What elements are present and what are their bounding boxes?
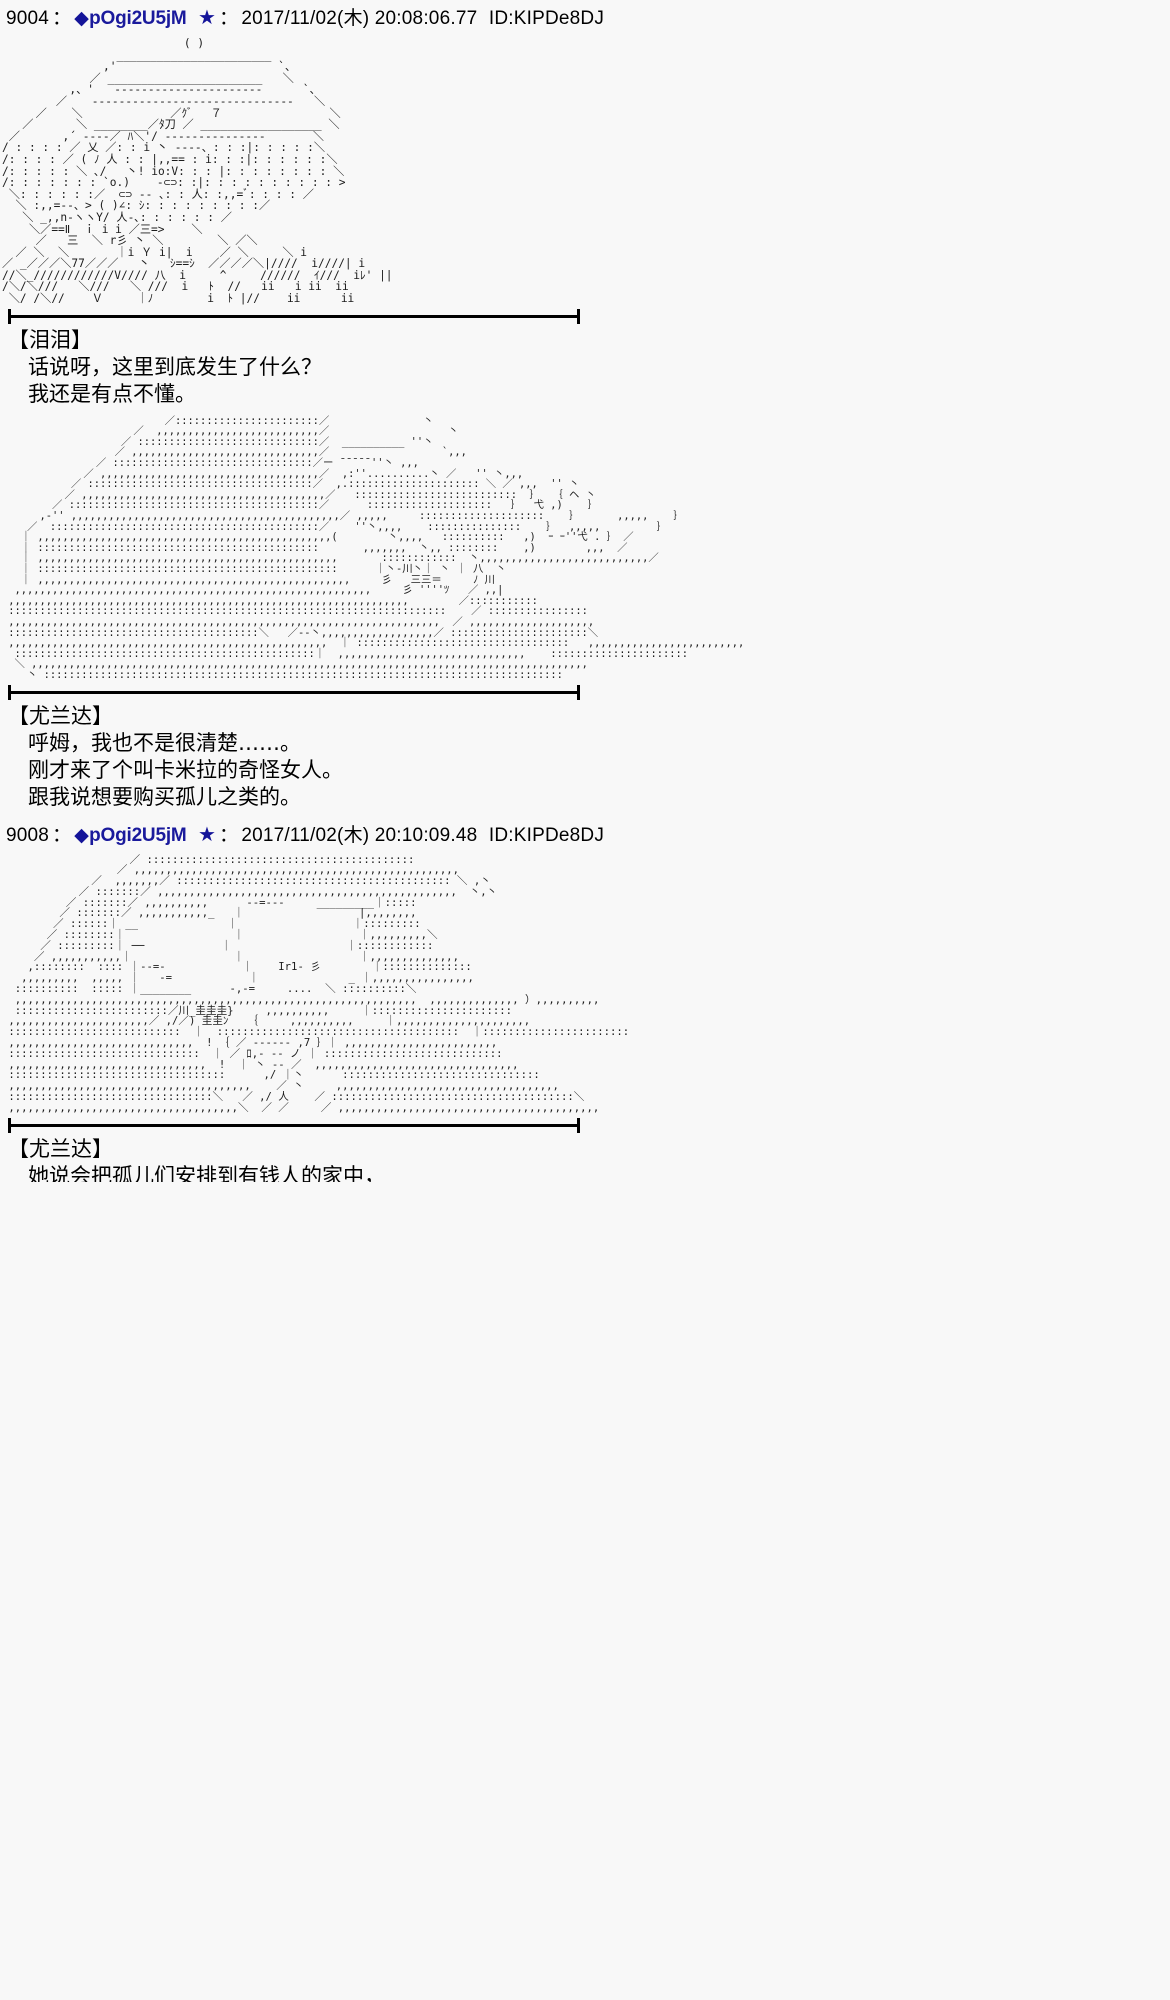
dialogue-speaker: 【尤兰达】: [8, 703, 113, 728]
ascii-art: ／:::::::::::::::::::::::／ 丶 ／ ,,,,,,,,,,…: [8, 414, 745, 681]
spacer: [477, 8, 488, 29]
post-header: 9008：◆pOgi2U5jM ★：2017/11/02(木) 20:10:09…: [0, 817, 1170, 853]
star-icon: ★: [198, 823, 217, 846]
post-number: 9008: [6, 824, 50, 846]
spacer: [187, 8, 198, 29]
spacer: [477, 825, 488, 846]
dialogue-line: 刚才来了个叫卡米拉的奇怪女人。: [28, 757, 343, 782]
dialogue-block: 【泪泪】话说呀，这里到底发生了什么？我还是有点不懂。: [0, 325, 1170, 414]
thread-page: 9004：◆pOgi2U5jM ★：2017/11/02(木) 20:08:06…: [0, 0, 1170, 1182]
header-separator: ：: [52, 824, 72, 846]
diamond-icon: ◆: [74, 8, 90, 29]
header-separator: ：: [52, 8, 72, 29]
dialogue-line: 呼姆，我也不是很清楚……。: [28, 730, 301, 755]
post-separator-rule: [0, 308, 1170, 324]
header-separator: ：: [219, 8, 239, 29]
dialogue-speaker: 【尤兰达】: [8, 1136, 113, 1161]
diamond-icon: ◆: [74, 824, 90, 846]
spacer: [187, 825, 198, 846]
post-header: 9004：◆pOgi2U5jM ★：2017/11/02(木) 20:08:06…: [0, 0, 1170, 36]
separator-bar: [8, 314, 580, 318]
dialogue-block: 【尤兰达】她说会把孤儿们安排到有钱人的家中，将他们教育成能干的佣人，以解决家中人…: [0, 1134, 1170, 1182]
star-icon: ★: [198, 7, 217, 29]
post-date: 2017/11/02(木) 20:10:09.48: [241, 824, 478, 846]
post-separator-rule: [0, 1117, 1170, 1133]
separator-bar: [8, 690, 580, 694]
dialogue-line: 跟我说想要购买孤儿之类的。: [28, 784, 301, 809]
post-tripcode[interactable]: pOgi2U5jM: [89, 824, 187, 846]
ascii-art: ( ) _______________________ ,' `、 ／ ____…: [2, 37, 393, 305]
dialogue-line: 她说会把孤儿们安排到有钱人的家中，: [28, 1163, 385, 1182]
dialogue-line: 话说呀，这里到底发生了什么？: [28, 354, 322, 379]
post-user-id: ID:KIPDe8DJ: [488, 824, 605, 846]
separator-bar: [8, 1123, 580, 1127]
ascii-art: ／ ::::::::::::::::::::::::::::::::::::::…: [8, 853, 630, 1114]
dialogue-block: 【尤兰达】呼姆，我也不是很清楚……。刚才来了个叫卡米拉的奇怪女人。跟我说想要购买…: [0, 701, 1170, 817]
separator-tick-right: [577, 308, 580, 324]
post-number: 9004: [6, 8, 50, 29]
dialogue-speaker: 【泪泪】: [8, 327, 92, 352]
separator-tick-right: [577, 684, 580, 700]
header-separator: ：: [219, 824, 239, 846]
post-user-id: ID:KIPDe8DJ: [488, 8, 605, 29]
post-tripcode[interactable]: pOgi2U5jM: [89, 8, 187, 29]
post-separator-rule: [0, 684, 1170, 700]
separator-tick-right: [577, 1117, 580, 1133]
post-date: 2017/11/02(木) 20:08:06.77: [241, 8, 478, 29]
dialogue-line: 我还是有点不懂。: [28, 381, 196, 406]
